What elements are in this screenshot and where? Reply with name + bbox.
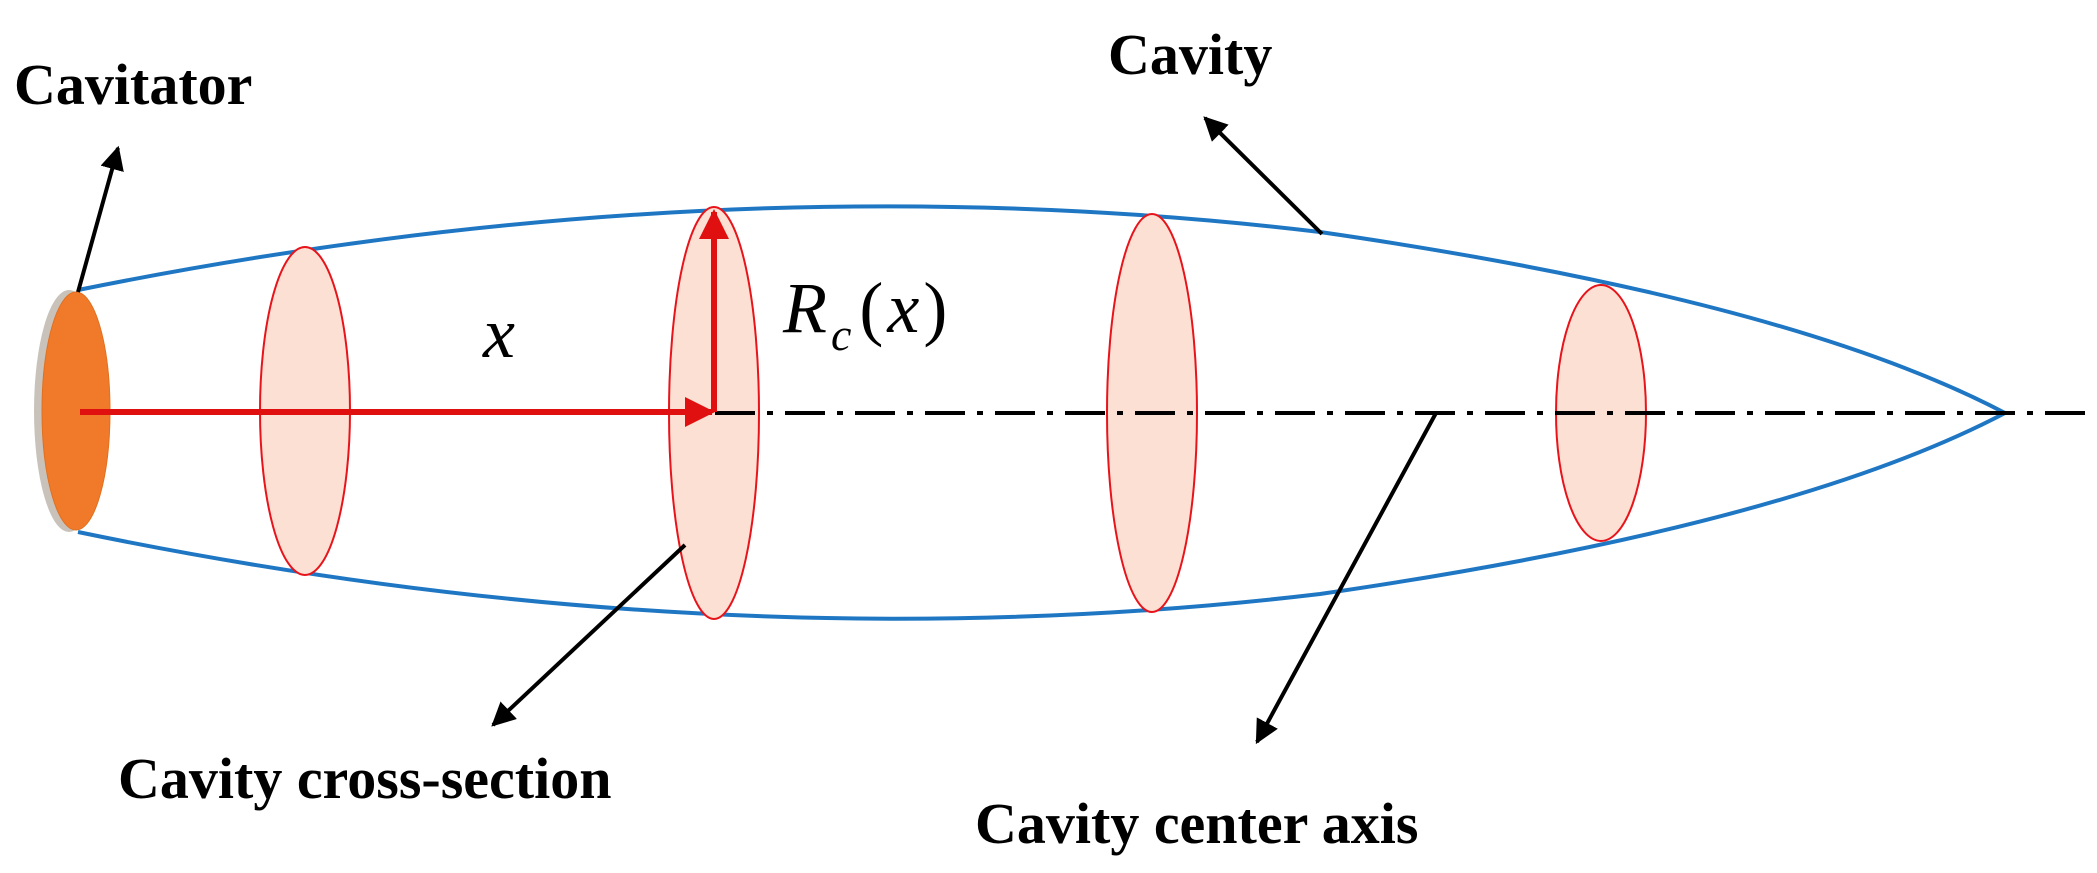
cavity-pointer-arrow	[1203, 116, 1324, 236]
label-cavity-center-axis: Cavity center axis	[975, 791, 1419, 856]
math-radius-argument: x	[886, 268, 919, 348]
label-cavity: Cavity	[1108, 22, 1272, 87]
math-radius-subscript: c	[831, 309, 851, 360]
math-radius-symbol: R	[782, 268, 827, 348]
math-radius-label: R c ( x )	[782, 268, 947, 360]
math-close-paren: )	[923, 268, 947, 348]
math-open-paren: (	[859, 268, 883, 348]
math-x-label: x	[482, 293, 515, 373]
cavitator-pointer-arrow	[76, 145, 124, 293]
label-cavity-cross-section: Cavity cross-section	[118, 746, 611, 811]
cross-section-pointer-arrow	[491, 543, 687, 727]
label-cavitator: Cavitator	[14, 52, 252, 117]
cavity-outline-top	[77, 204, 2006, 415]
cavity-outline-bottom	[77, 411, 2006, 621]
center-axis-pointer-arrow	[1255, 412, 1438, 745]
